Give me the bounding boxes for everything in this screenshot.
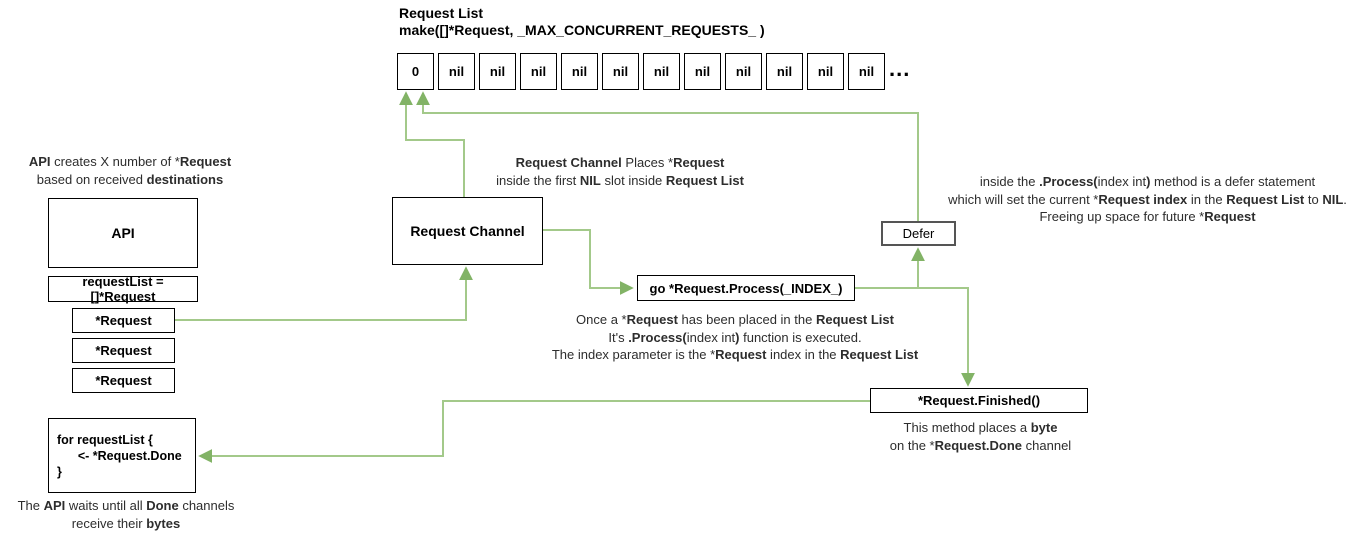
- request-list-var-label: requestList = []*Request: [82, 274, 164, 304]
- request-list-cell: nil: [438, 53, 475, 90]
- request-list-cell: nil: [725, 53, 762, 90]
- request-list-cell: nil: [561, 53, 598, 90]
- request-item-box: *Request: [72, 308, 175, 333]
- arrow-defer-to-list-cell: [416, 91, 919, 221]
- arrow-process-to-defer: [855, 247, 925, 289]
- request-list-cell: nil: [643, 53, 680, 90]
- defer-label: Defer: [902, 226, 935, 241]
- arrow-request-to-channel: [175, 266, 473, 321]
- request-item-boxes: *Request *Request *Request: [72, 308, 175, 393]
- arrow-finished-to-wait-loop: [198, 400, 870, 463]
- request-list-title: Request List make([]*Request, _MAX_CONCU…: [399, 5, 765, 39]
- go-process-box: go *Request.Process(_INDEX_): [637, 275, 855, 301]
- request-list-title-line: Request List: [399, 5, 484, 21]
- request-finished-box: *Request.Finished(): [870, 388, 1088, 413]
- wait-loop-code: for requestList { <- *Request.Done}: [57, 432, 182, 479]
- arrow-process-to-finished: [918, 287, 975, 387]
- request-list-cell: nil: [848, 53, 885, 90]
- go-process-label: go *Request.Process(_INDEX_): [649, 280, 843, 296]
- request-item-box: *Request: [72, 368, 175, 393]
- api-box-label: API: [111, 225, 135, 241]
- request-list-cell: nil: [479, 53, 516, 90]
- arrow-channel-to-process: [543, 229, 634, 295]
- api-box: API: [48, 198, 198, 268]
- process-caption: Once a *Request has been placed in the R…: [551, 312, 919, 362]
- cells-ellipsis: ...: [889, 56, 911, 81]
- request-list-cell: nil: [807, 53, 844, 90]
- request-list-cell: 0: [397, 53, 434, 90]
- wait-loop-box: for requestList { <- *Request.Done}: [48, 418, 196, 493]
- request-list-cell: nil: [684, 53, 721, 90]
- request-list-make-line: make([]*Request, _MAX_CONCURRENT_REQUEST…: [399, 22, 765, 38]
- request-list-var-box: requestList = []*Request: [48, 274, 198, 304]
- request-list-cell: nil: [520, 53, 557, 90]
- request-finished-label: *Request.Finished(): [917, 393, 1041, 408]
- arrow-channel-to-list-cell: [399, 91, 465, 197]
- defer-box: Defer: [881, 221, 956, 246]
- request-list-cell: nil: [602, 53, 639, 90]
- request-channel-box: Request Channel: [392, 197, 543, 265]
- defer-caption: inside the .Process(index int) method is…: [948, 174, 1347, 224]
- request-list-cell: nil: [766, 53, 803, 90]
- request-channel-label: Request Channel: [410, 223, 525, 239]
- request-item-box: *Request: [72, 338, 175, 363]
